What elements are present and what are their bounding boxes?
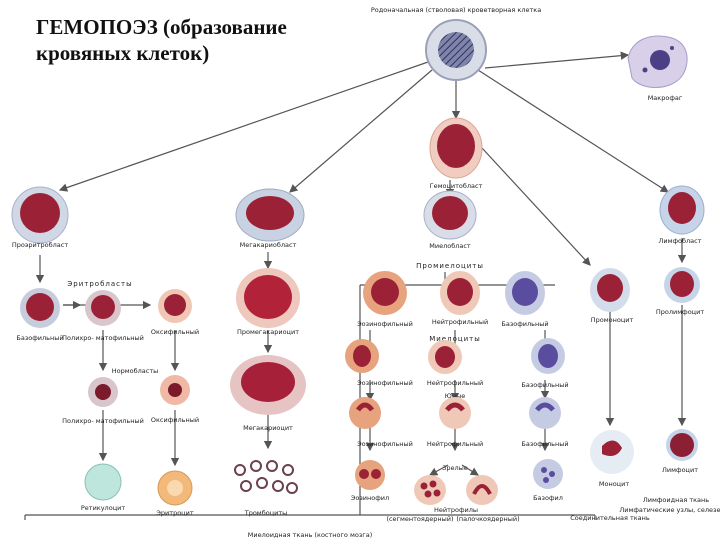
megakaryoblast-label: Мегакариобласт xyxy=(240,241,297,249)
promonocyte-label: Промоноцит xyxy=(591,316,634,324)
thrombocytes-group xyxy=(234,460,298,494)
stem-cell xyxy=(425,19,487,81)
lymphoblast-label: Лимфобласт xyxy=(658,237,701,245)
band-nuclear-label: (палочкоядерный) xyxy=(456,515,519,523)
eosinophilic-promyelocyte-cell xyxy=(363,271,407,315)
neutrophil-seg-cell xyxy=(414,475,446,505)
basophilic-y-label: Базофильный xyxy=(521,440,568,448)
eosinophilic-myelocyte-cell xyxy=(345,339,379,373)
hemocytoblast-label: Гемоцитобласт xyxy=(430,182,483,190)
neutrophil-band-cell xyxy=(466,475,498,505)
polychromatophilic-nb-label: Полихро- матофильный xyxy=(62,417,144,425)
polychromatophilic-normoblast-cell xyxy=(88,377,118,407)
eosinophilic-my-label: Эозинофильный xyxy=(357,379,413,387)
lymph-nodes-label: Лимфатические узлы, селезенка xyxy=(619,506,720,514)
oxyphilic-normoblast-cell xyxy=(160,375,190,405)
promonocyte-cell xyxy=(590,268,630,312)
lymphocyte-cell xyxy=(666,429,698,461)
polychromatophilic-eb-label: Полихро- матофильный xyxy=(62,334,144,342)
neutrophilic-promyelocyte-cell xyxy=(440,271,480,315)
basophilic-erythroblast-cell xyxy=(20,288,60,328)
monocyte-cell xyxy=(590,430,634,474)
erythroblasts-label: Эритробласты xyxy=(67,280,132,288)
myeloblast-cell xyxy=(423,190,477,240)
megakaryoblast-cell xyxy=(235,188,305,242)
prolymphocyte-label: Пролимфоцит xyxy=(656,308,704,316)
proerythroblast-label: Проэритробласт xyxy=(12,241,69,249)
basophil-label: Базофил xyxy=(533,494,563,502)
myelocytes-label: Миелоциты xyxy=(429,335,481,343)
basophilic-pm-label: Базофильный xyxy=(501,320,548,328)
promegakaryocyte-label: Промегакариоцит xyxy=(237,328,299,336)
basophilic-eb-label: Базофильный xyxy=(16,334,63,342)
neutrophilic-pm-label: Нейтрофильный xyxy=(432,318,488,326)
basophilic-young-cell xyxy=(529,397,561,429)
basophilic-promyelocyte-cell xyxy=(505,271,545,315)
title-line-2: кровяных клеток) xyxy=(36,41,210,65)
basophil-cell xyxy=(533,459,563,489)
lymph-tissue-label: Лимфоидная ткань xyxy=(643,496,709,504)
macrophage-label: Макрофаг xyxy=(648,94,683,102)
promyelocytes-label: Промиелоциты xyxy=(416,262,484,270)
macrophage-cell xyxy=(627,35,688,88)
thrombocytes-label: Тромбоциты xyxy=(244,509,288,517)
eosinophilic-young-cell xyxy=(349,397,381,429)
stem-label: Родоначальная (стволовая) кроветворная к… xyxy=(371,6,541,14)
neutrophils-label: Нейтрофилы xyxy=(434,506,478,514)
diagram-title: ГЕМОПОЭЗ (образование кровяных клеток) xyxy=(36,14,366,66)
eosinophil-cell xyxy=(355,460,385,490)
basophilic-my-label: Базофильный xyxy=(521,381,568,389)
polychromatophilic-erythroblast-cell xyxy=(85,290,121,326)
prolymphocyte-cell xyxy=(664,267,700,303)
myeloblast-label: Миелобласт xyxy=(429,242,471,250)
seg-label: (сегментоядерный) xyxy=(386,515,453,523)
band-label: Зрелые xyxy=(442,464,468,472)
basophilic-myelocyte-cell xyxy=(531,338,565,374)
neutrophilic-y-label: Нейтрофильный xyxy=(427,440,483,448)
erythrocyte-label: Эритроцит xyxy=(156,509,193,517)
megakaryocyte-label: Мегакариоцит xyxy=(243,424,293,432)
lymphoblast-cell xyxy=(659,185,705,235)
eosinophilic-pm-label: Эозинофильный xyxy=(357,320,413,328)
normoblasts-label: Нормобласты xyxy=(112,367,159,375)
oxyphilic-nb-label: Оксифильный xyxy=(151,416,199,424)
hemocytoblast-cell xyxy=(429,117,483,179)
monocyte-label: Моноцит xyxy=(599,480,629,488)
oxyphilic-eb-label: Оксифильный xyxy=(151,328,199,336)
erythrocyte-cell xyxy=(157,470,193,506)
proerythroblast-cell xyxy=(11,186,69,244)
eosinophil-label: Эозинофил xyxy=(351,494,389,502)
bone-marrow-label: Миелоидная ткань (костного мозга) xyxy=(248,531,373,539)
neutrophilic-young-cell xyxy=(439,397,471,429)
megakaryocyte-cell xyxy=(230,355,306,415)
reticulocyte-label: Ретикулоцит xyxy=(81,504,125,512)
oxyphilic-erythroblast-cell xyxy=(158,289,192,323)
eosinophilic-y-label: Эозинофильный xyxy=(357,440,413,448)
neutrophilic-my-label: Нейтрофильный xyxy=(427,379,483,387)
young-label: Юные xyxy=(445,392,465,400)
title-line-1: ГЕМОПОЭЗ (образование xyxy=(36,15,287,39)
reticulocyte-cell xyxy=(84,463,122,501)
promegakaryocyte-cell xyxy=(236,268,300,328)
neutrophilic-myelocyte-cell xyxy=(428,340,462,374)
lymphocyte-label: Лимфоцит xyxy=(662,466,698,474)
loose-tissue-label: Соединительная ткань xyxy=(570,514,650,522)
